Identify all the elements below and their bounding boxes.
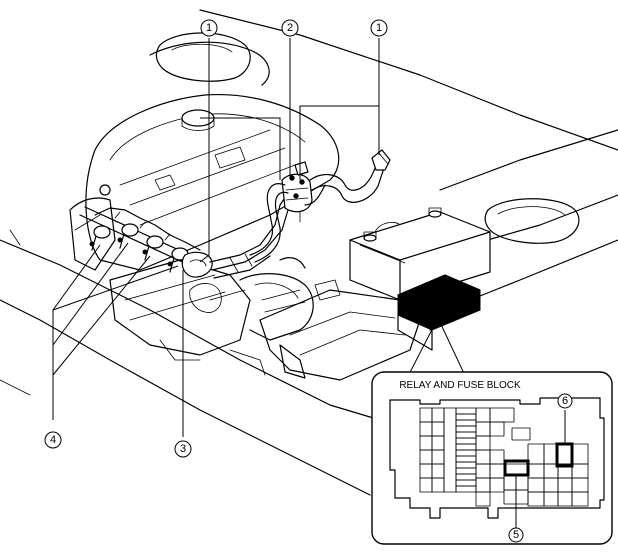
right-strut-tower [484,198,580,244]
callout-1-left: 1 [200,19,218,37]
relay-fuse-block-inset: RELAY AND FUSE BLOCK [371,371,613,545]
battery [349,207,491,301]
callout-6-label: 6 [562,395,568,407]
callout-1-left-label: 1 [206,22,212,34]
fuse-block-outline [389,397,605,519]
relay-fuse-block-location [397,274,481,351]
fuel-distributor-assembly [79,189,297,279]
engine-block [69,93,421,381]
air-cleaner [259,289,421,381]
callout-2: 2 [281,19,299,37]
callout-1-right: 1 [370,19,388,37]
injector-1 [89,225,111,251]
left-strut-tower [155,32,251,82]
injector-3 [142,235,164,261]
injector-2 [117,223,139,249]
callout-2-label: 2 [287,22,293,34]
callout-leaders [52,38,380,437]
callout-4: 4 [44,431,62,449]
purge-solenoid-assembly [249,149,391,263]
callout-3: 3 [174,440,192,458]
vehicle-body-outline [0,9,618,496]
callout-5: 5 [508,527,524,543]
callout-4-label: 4 [50,434,56,446]
callout-5-label: 5 [513,529,519,541]
callout-1-right-label: 1 [376,22,382,34]
inset-title: RELAY AND FUSE BLOCK [399,380,521,391]
fuse-grid-left [419,407,457,493]
callout-3-label: 3 [180,443,186,455]
highlighted-relay-5 [503,459,530,477]
callout-6: 6 [557,393,573,409]
